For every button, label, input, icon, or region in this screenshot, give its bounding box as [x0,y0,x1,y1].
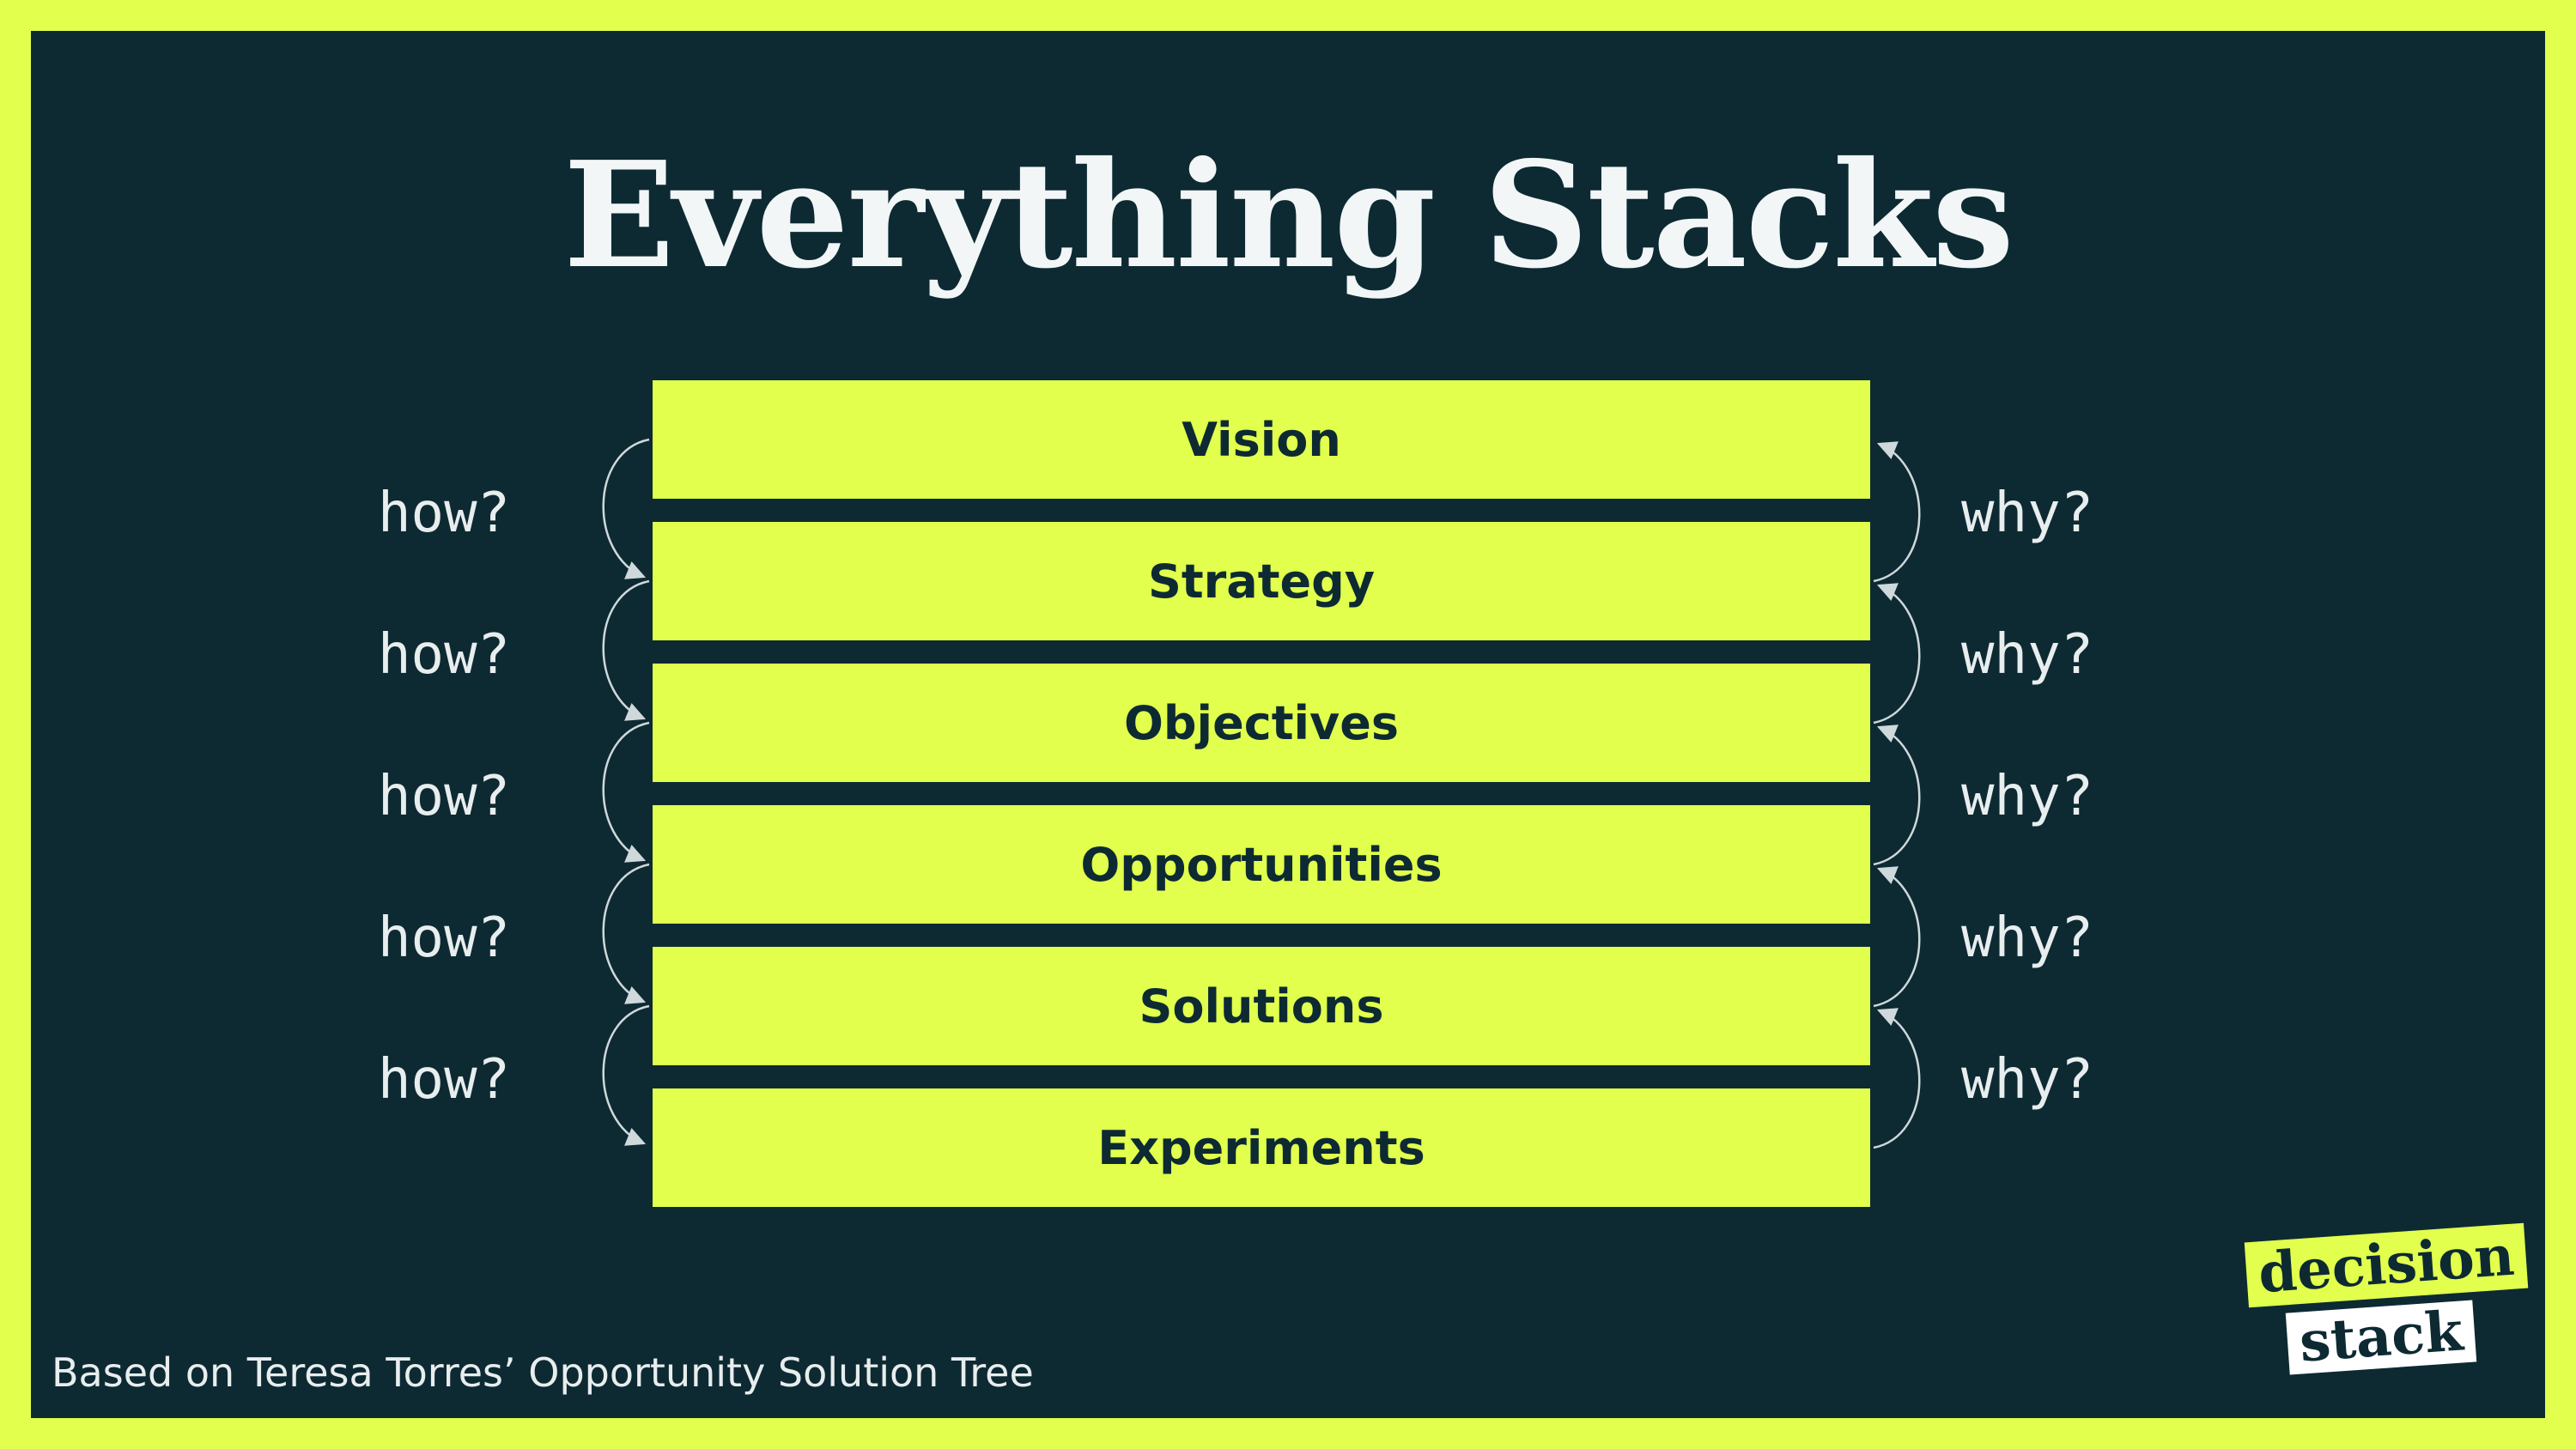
stack-label: Experiments [1097,1120,1425,1175]
how-arrow [602,721,650,863]
logo-word-stack: stack [2285,1299,2477,1375]
stack-label: Opportunities [1080,837,1443,892]
how-arrow [602,579,650,721]
slide-title: Everything Stacks [563,130,2014,301]
stack-label: Objectives [1124,695,1399,750]
slide: Everything Stacks Vision Strategy Object… [31,31,2547,1418]
why-label: why? [1961,623,2094,687]
logo-word-decision: decision [2244,1222,2529,1308]
page-number: 119 [2461,1367,2547,1418]
why-label: why? [1961,1048,2094,1112]
why-arrow [1873,866,1921,1008]
stack-item-solutions: Solutions [653,947,1870,1065]
why-label: why? [1961,765,2094,828]
how-arrow [602,863,650,1004]
connector-arrows [602,438,1921,1149]
stack-label: Vision [1182,412,1341,467]
footnote: Based on Teresa Torres’ Opportunity Solu… [52,1349,1034,1396]
how-label: how? [378,482,511,545]
why-arrow [1873,441,1921,583]
why-label: why? [1961,482,2094,545]
stack-item-opportunities: Opportunities [653,805,1870,924]
stack-label: Solutions [1139,979,1384,1034]
stack-item-strategy: Strategy [653,522,1870,640]
why-label: why? [1961,906,2094,970]
stack-item-vision: Vision [653,380,1870,499]
how-label: how? [378,906,511,970]
how-arrow [602,438,650,579]
how-arrow [602,1004,650,1146]
how-label: how? [378,765,511,828]
how-label: how? [378,623,511,687]
stack-label: Strategy [1147,554,1376,609]
why-arrow [1873,1008,1921,1149]
stack-item-experiments: Experiments [653,1088,1870,1207]
stack-item-objectives: Objectives [653,664,1870,782]
how-label: how? [378,1048,511,1112]
why-arrow [1873,583,1921,724]
why-arrow [1873,724,1921,866]
